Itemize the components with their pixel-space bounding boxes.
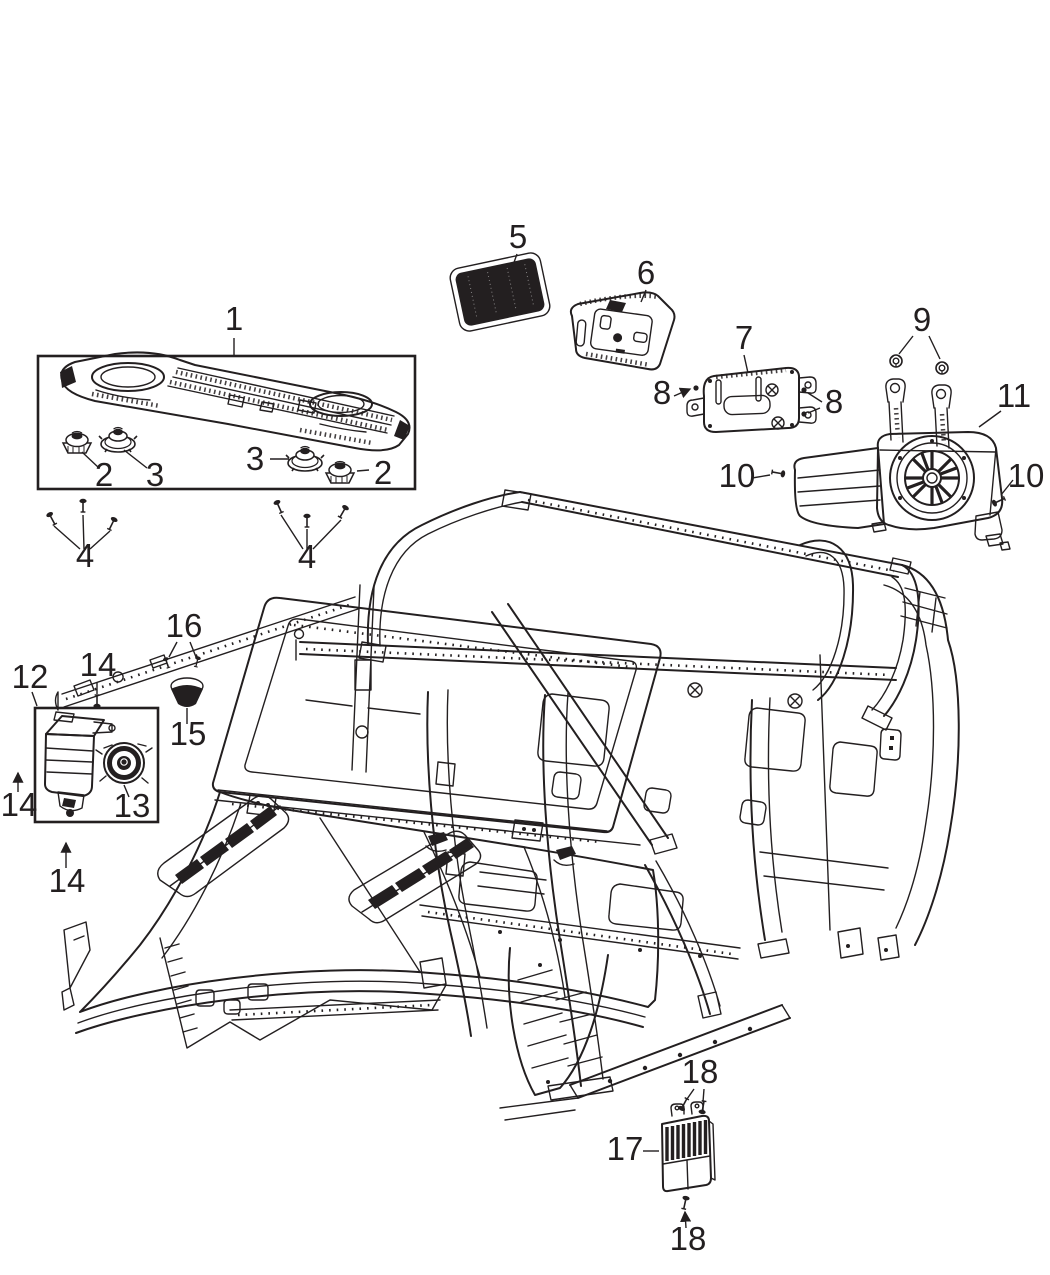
callout-4-left: 4: [76, 537, 94, 574]
callout-14-top: 14: [80, 646, 117, 683]
part-8-screw-left: [693, 385, 699, 391]
callout-5: 5: [509, 218, 527, 255]
part-8-screw-right-upper: [801, 387, 807, 393]
rear-quarter-panel: [819, 564, 960, 961]
callout-14-bottom: 14: [49, 862, 86, 899]
speaker-3-right: [285, 445, 325, 472]
callout-8-left: 8: [653, 374, 671, 411]
floor-structure: [419, 851, 889, 960]
callout-12: 12: [12, 658, 49, 695]
part-5-speaker-grille: [449, 252, 551, 332]
callout-7: 7: [735, 319, 753, 356]
leader-lines: [12, 253, 1014, 1229]
part-8-screw-right-lower: [801, 411, 807, 417]
part-6-bracket-plate: [569, 291, 676, 371]
callout-18-top: 18: [682, 1053, 719, 1090]
rocker-sill: [499, 1004, 791, 1121]
part-11-subwoofer: [793, 378, 1011, 551]
callout-10-left: 10: [719, 457, 756, 494]
part-10-screw-left: [770, 467, 787, 479]
part-1-soundbar-assembly: [36, 351, 417, 491]
part-1-box: [36, 354, 417, 491]
part-9-nut-left: [889, 354, 903, 368]
speaker-2-right: [325, 460, 355, 484]
part-4-screws-left: [44, 497, 120, 532]
hood-vent-right: [348, 830, 482, 924]
part-10-screw-right: [990, 494, 1007, 509]
callout-4-right: 4: [298, 538, 316, 575]
vehicle-body-illustration: [54, 489, 960, 1121]
soundbar-drawing: [60, 351, 411, 452]
callout-2-right: 2: [374, 454, 392, 491]
hood-panel: [61, 791, 660, 1034]
dash-understructure: [159, 860, 722, 1096]
part-13-speaker: [95, 742, 153, 784]
callout-17: 17: [607, 1130, 644, 1167]
callout-11: 11: [997, 377, 1031, 414]
sport-bar: [358, 489, 920, 855]
part-12-tweeter-enclosure: [33, 706, 160, 824]
part-9-nut-right: [935, 361, 949, 375]
part-16-clips: [161, 655, 202, 670]
callout-3-right: 3: [246, 440, 264, 477]
callout-14-left: 14: [1, 786, 38, 823]
callout-16: 16: [166, 607, 203, 644]
bodyside-inner-panel: [295, 639, 902, 826]
callout-3-left: 3: [146, 456, 164, 493]
callout-8-right: 8: [825, 383, 843, 420]
callout-15: 15: [170, 715, 207, 752]
callout-18-bottom: 18: [670, 1220, 707, 1257]
hood-vent-left: [157, 794, 290, 898]
speaker-2-left: [62, 430, 92, 454]
callout-1: 1: [225, 300, 243, 337]
callout-labels: 1 2 3 3 2 4 4 5 6 7 8 8 9 10 10 11 12 13…: [1, 218, 1045, 1257]
callout-9: 9: [913, 301, 931, 338]
part-18-screw-bottom: [679, 1194, 691, 1211]
callout-6: 6: [637, 254, 655, 291]
callout-2-left: 2: [95, 456, 113, 493]
part-7-mount-bracket: [686, 366, 817, 433]
callout-13: 13: [114, 787, 151, 824]
part-17-amplifier: [661, 1101, 716, 1193]
speaker-3-left: [98, 426, 138, 453]
part-15-dome: [170, 677, 204, 707]
callout-10-right: 10: [1008, 457, 1045, 494]
